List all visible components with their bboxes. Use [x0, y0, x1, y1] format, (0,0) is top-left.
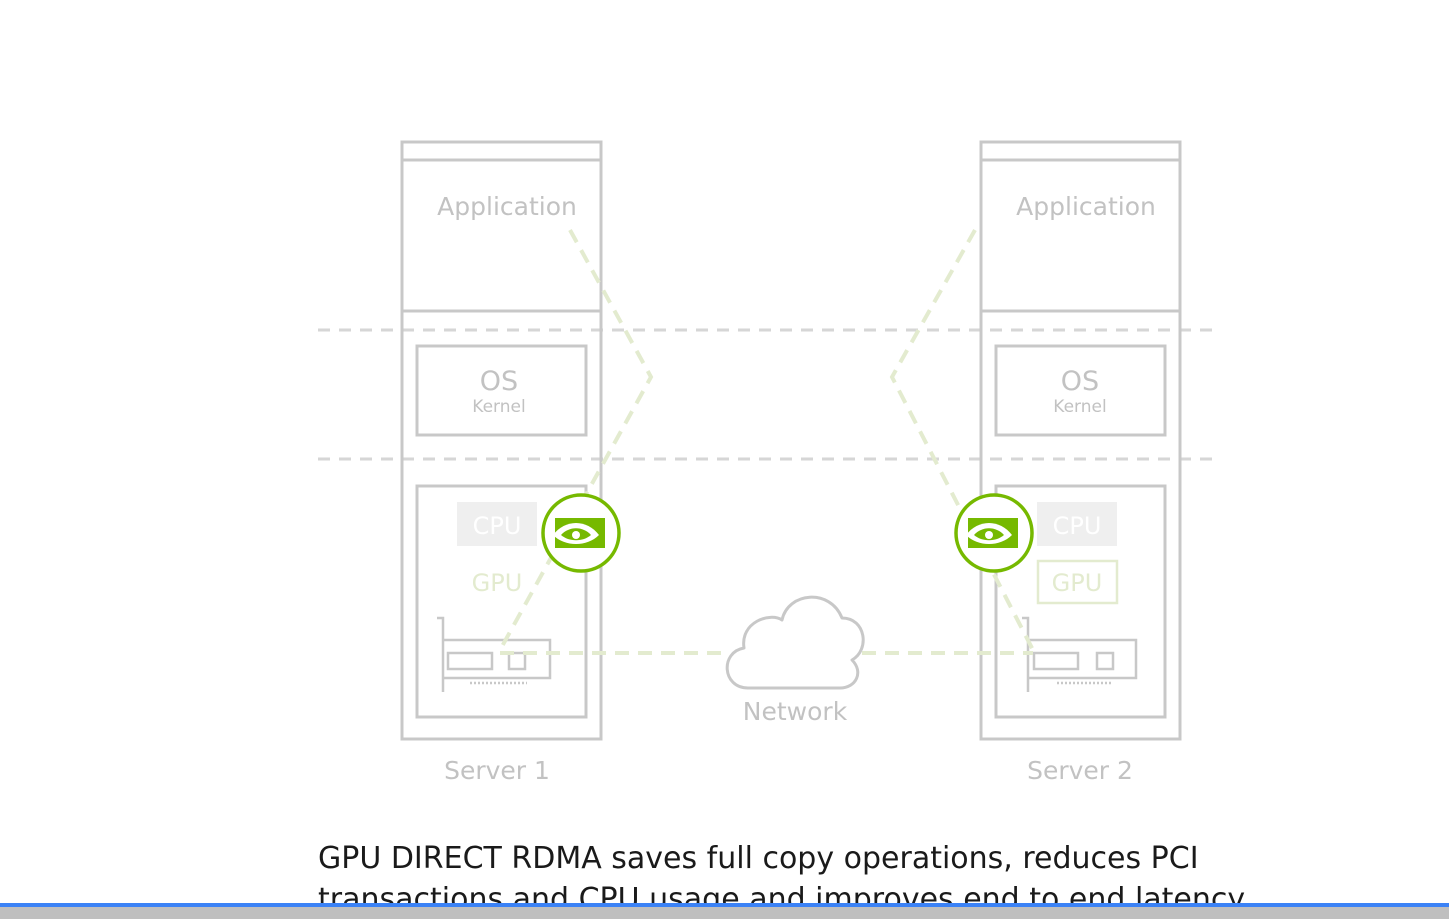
cloud-icon: [725, 595, 865, 690]
server-2-cpu-label: CPU: [1053, 512, 1102, 540]
server-2-kernel-label: Kernel: [1053, 397, 1106, 417]
server-1-cpu-box: [457, 502, 537, 546]
server-1: Application OS Kernel CPU GPU: [400, 140, 603, 741]
server-2-cpu-box: [1037, 502, 1117, 546]
server-2-chassis: [979, 140, 1182, 741]
nvidia-eye-icon: [541, 493, 621, 573]
data-path-server-1: [498, 229, 654, 651]
server-2-gpu-label: GPU: [1052, 569, 1103, 597]
server-1-kernel-label: Kernel: [472, 397, 525, 417]
server-2-hardware-box: [994, 484, 1167, 719]
server-1-os-label: OS: [480, 366, 518, 397]
server-1-chassis: [400, 140, 603, 741]
bottom-scrollbar[interactable]: [0, 903, 1449, 919]
server-2-label: Server 2: [1027, 756, 1133, 785]
server-1-gpu-label: GPU: [472, 569, 523, 597]
server-2-os-label: OS: [1061, 366, 1099, 397]
nic-card-icon: [1022, 616, 1138, 692]
server-1-cpu-label: CPU: [473, 512, 522, 540]
nic-card-icon: [437, 616, 552, 692]
server-2-application-label: Application: [1016, 192, 1156, 221]
nvidia-eye-icon: [954, 493, 1034, 573]
caption-line-1: GPU DIRECT RDMA saves full copy operatio…: [318, 841, 1199, 876]
server-1-os-box: [415, 344, 588, 437]
server-2-gpu-box: [1036, 559, 1119, 605]
data-path-server-2: [889, 229, 1035, 651]
server-2-os-box: [994, 344, 1167, 437]
data-path: [498, 229, 1035, 655]
server-1-label: Server 1: [444, 756, 550, 785]
network-label: Network: [743, 697, 848, 726]
server-1-hardware-box: [415, 484, 588, 719]
server-1-application-label: Application: [437, 192, 577, 221]
server-2: Application OS Kernel CPU GPU: [979, 140, 1182, 741]
